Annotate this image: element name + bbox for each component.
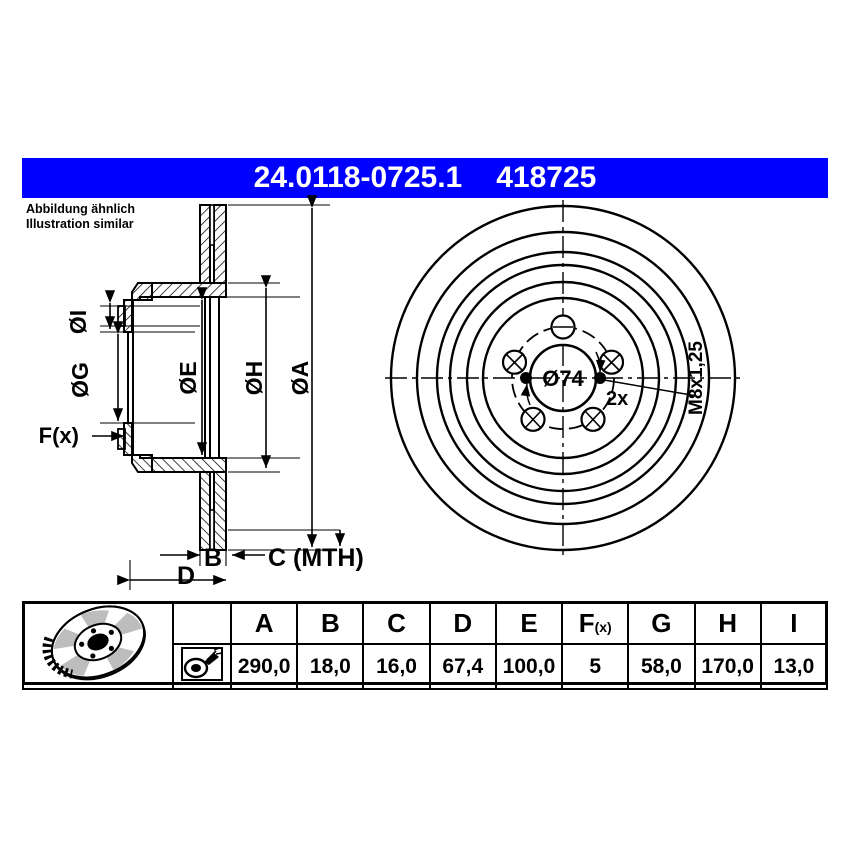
illustration-note-de: Abbildung ähnlich [26,202,136,216]
label-hole-count: 2x [606,388,628,410]
bolt-hole [598,349,625,375]
header-title: 24.0118-0725.1 418725 [22,158,828,198]
value-c: 16,0 [362,643,431,690]
bolt-hole [580,406,606,432]
label-b: B [204,544,222,572]
column-header-a: A [229,600,299,646]
brake-disc-illustration [42,605,146,681]
circle-friction-outer [415,230,711,526]
cross-section-view: ØI ØG F(x) ØE ØH [39,195,364,590]
label-thread: M8x1,25 [686,341,707,415]
value-d: 67,4 [428,643,497,690]
label-fx: F(x) [39,423,79,448]
value-a: 290,0 [229,643,299,690]
value-b: 18,0 [296,643,365,690]
bolt-hole [550,314,576,340]
column-header-c: C [362,600,431,646]
label-dia-a: ØA [287,361,313,396]
circle-hat-outer [448,263,678,493]
label-center-bore: Ø74 [542,366,584,391]
column-header-e: E [494,600,564,646]
fx-sub: (x) [594,618,612,635]
value-g: 58,0 [627,643,696,690]
value-fx: 5 [561,643,630,690]
label-dia-g: ØG [67,362,93,398]
leader-thread [603,379,698,397]
centre-lines [385,200,742,557]
value-e: 100,0 [494,643,564,690]
part-number: 24.0118-0725.1 [253,161,463,194]
measure-icon-graphic [181,646,223,681]
column-header-h: H [693,600,762,646]
table-header-row: A B C D E F(x) G H I [22,600,829,690]
bolt-pitch-circle [511,326,615,430]
dimension-d [117,560,226,590]
illustration-note: Abbildung ähnlich Illustration similar [26,202,135,232]
label-c: C (MTH) [268,544,364,572]
specification-table: A B C D E F(x) G H I 290,0 [22,600,829,690]
disc-outer-ring-lower [199,471,227,551]
label-d: D [177,562,195,590]
label-dia-h: ØH [241,361,267,396]
circle-hat-step [465,280,661,476]
header-banner [22,158,828,198]
fx-base: F [578,607,595,638]
label-dia-i: ØI [65,310,91,334]
leader-center-bore [520,351,606,406]
brake-disc-icon [22,601,174,690]
circle-friction-inner [435,250,691,506]
disc-web-lower [151,457,227,473]
disc-hub-flange [117,282,153,473]
wheel-bolt-holes [501,314,625,432]
label-dia-e: ØE [175,361,201,394]
reference-number: 418725 [496,161,597,194]
dimension-b [160,520,227,566]
circle-outer-rim [389,204,737,552]
caliper-measure-icon [172,643,232,690]
value-h: 170,0 [693,643,762,690]
illustration-note-en: Illustration similar [26,217,134,231]
front-view: Ø74 2x M8x1,25 [385,200,742,557]
bolt-hole [520,406,546,432]
thread-holes-m8 [520,372,606,384]
disc-web-upper [151,282,227,298]
disc-outer-ring-upper [199,204,227,284]
column-header-g: G [627,600,696,646]
circle-hat-face [481,296,645,460]
column-header-i: I [759,600,829,646]
column-header-fx: F(x) [561,600,630,646]
value-i: 13,0 [759,643,829,690]
column-header-b: B [296,600,365,646]
disc-hat-wall [204,296,220,459]
table-blank-cell [172,600,232,646]
bolt-hole [501,349,528,375]
column-header-d: D [428,600,497,646]
dimension-c [228,529,346,561]
